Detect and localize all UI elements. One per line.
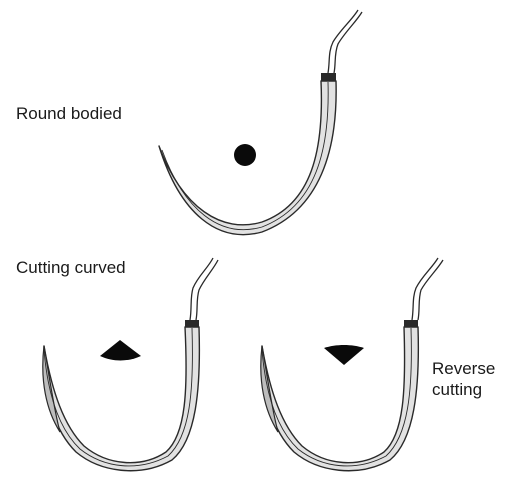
round-bodied-swage — [321, 73, 336, 81]
cutting-curved-label: Cutting curved — [16, 257, 126, 278]
cutting-curved-suture-inner — [196, 260, 218, 320]
round-bodied-needle — [159, 10, 362, 235]
reverse-cutting-swage — [404, 320, 418, 327]
round-bodied-suture-inner — [334, 12, 362, 73]
reverse-cutting-label-line1: Reverse — [432, 358, 495, 379]
cutting-curved-needle — [43, 258, 218, 471]
reverse-cutting-suture — [412, 258, 438, 320]
round-bodied-suture — [328, 10, 358, 73]
cutting-curved-blade — [43, 346, 60, 432]
cutting-curved-swage — [185, 320, 199, 327]
cutting-curved-cross-section — [100, 340, 141, 361]
round-bodied-cross-section — [234, 144, 256, 166]
reverse-cutting-blade — [261, 346, 278, 432]
cutting-curved-suture — [190, 258, 213, 320]
reverse-cutting-cross-section — [324, 345, 364, 365]
reverse-cutting-label: Reverse cutting — [432, 358, 495, 400]
reverse-cutting-label-line2: cutting — [432, 379, 495, 400]
reverse-cutting-needle — [261, 258, 443, 471]
round-bodied-label: Round bodied — [16, 103, 122, 124]
